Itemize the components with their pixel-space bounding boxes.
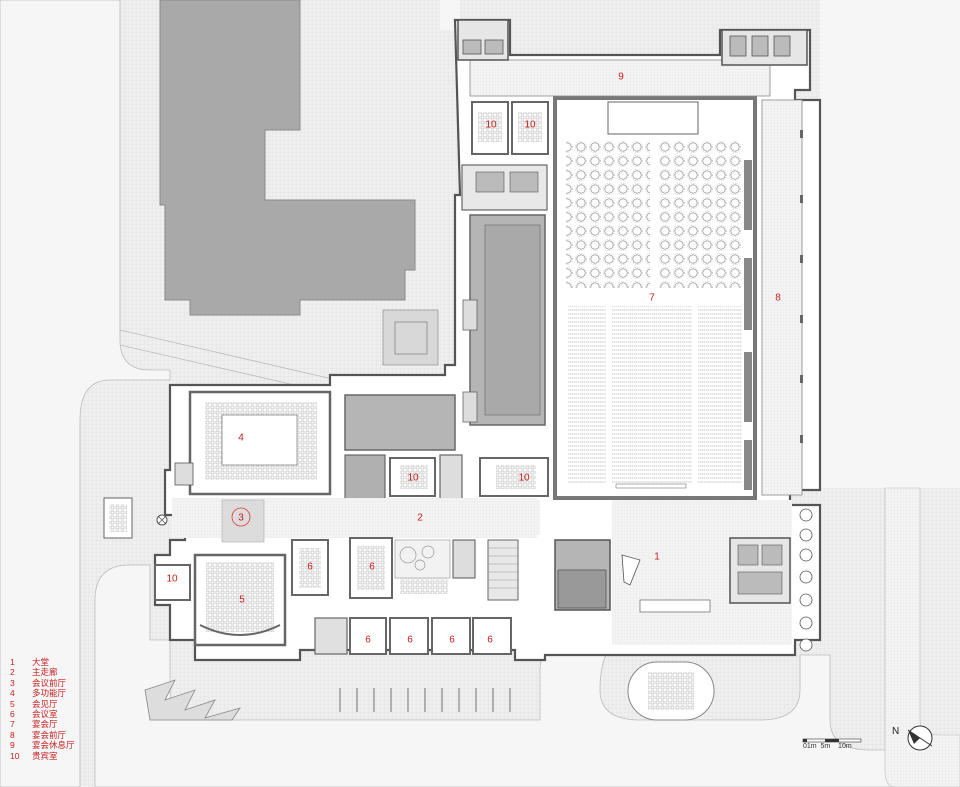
room-label-10c: 10 <box>407 473 419 484</box>
round-tables-right <box>658 140 742 288</box>
round-tables-left <box>566 140 650 288</box>
seating-rows-3 <box>698 306 742 484</box>
drop-off-island <box>627 661 715 721</box>
room-label-2: 2 <box>417 513 423 524</box>
legend-number: 7 <box>10 719 15 730</box>
room-label-10d: 10 <box>518 473 530 484</box>
scale-tick-2: 5m <box>820 743 831 750</box>
meeting-room-5 <box>472 617 512 655</box>
legend-item: 3 会议前厅 <box>10 678 75 688</box>
room-label-6e: 6 <box>487 635 493 646</box>
room-label-10a: 10 <box>485 120 497 131</box>
legend-label: 宴会休息厅 <box>32 740 75 751</box>
room-label-6a: 6 <box>307 562 313 573</box>
legend-item: 10 贵宾室 <box>10 751 75 761</box>
legend-label: 会议前厅 <box>32 677 67 688</box>
legend-item: 8 宴会前厅 <box>10 730 75 740</box>
legend-item: 2 主走廊 <box>10 667 75 677</box>
room-label-6f: 6 <box>365 635 371 646</box>
existing-building <box>159 0 416 316</box>
legend-number: 8 <box>10 729 15 740</box>
legend-item: 1 大堂 <box>10 657 75 667</box>
meeting-room-3 <box>389 617 429 655</box>
scale-tick-1: 1m <box>806 743 817 750</box>
scale-tick-0: 0 <box>803 743 807 750</box>
scale-bar-graphic <box>802 738 862 743</box>
legend-number: 5 <box>10 698 15 709</box>
legend-number: 10 <box>10 750 20 761</box>
legend-number: 1 <box>10 657 15 667</box>
legend-label: 宴会厅 <box>32 719 58 730</box>
meeting-room-4 <box>431 617 471 655</box>
legend-item: 5 会见厅 <box>10 699 75 709</box>
legend-label: 主走廊 <box>32 667 58 678</box>
room-label-8: 8 <box>775 293 781 304</box>
room-labels: 1 2 3 4 5 6 6 6 6 6 6 7 8 9 10 10 10 10 … <box>166 72 781 646</box>
room-label-1: 1 <box>654 552 660 563</box>
room-label-6d: 6 <box>449 635 455 646</box>
legend-item: 9 宴会休息厅 <box>10 740 75 750</box>
service-area <box>344 394 456 451</box>
vip-room-west <box>154 564 191 601</box>
legend-item: 4 多功能厅 <box>10 688 75 698</box>
legend-label: 会议室 <box>32 709 58 720</box>
room-label-4: 4 <box>238 433 244 444</box>
room-label-10b: 10 <box>524 120 536 131</box>
landscape-strip <box>144 679 241 721</box>
trees <box>799 508 813 652</box>
north-label: N <box>892 726 900 737</box>
room-label-7: 7 <box>649 293 655 304</box>
room-label-5: 5 <box>239 595 245 606</box>
parking-stalls <box>339 688 511 712</box>
legend-label: 大堂 <box>32 657 50 667</box>
north-arrow-icon <box>907 725 933 751</box>
room-label-10e: 10 <box>166 574 178 585</box>
room-label-9: 9 <box>618 72 624 83</box>
legend-label: 宴会前厅 <box>32 729 67 740</box>
legend-label: 会见厅 <box>32 698 58 709</box>
scale-tick-3: 10m <box>838 743 852 750</box>
legend: 1 大堂 2 主走廊 3 会议前厅 4 多功能厅 5 会见厅 6 会议室 7 宴会厅 8 宴会前厅 9 宴会休息厅… <box>10 657 75 761</box>
legend-number: 2 <box>10 667 15 678</box>
banquet-foyer <box>761 99 803 496</box>
banquet-lounge <box>469 59 771 97</box>
main-corridor <box>330 500 540 535</box>
room-label-6c: 6 <box>407 635 413 646</box>
legend-number: 3 <box>10 677 15 688</box>
legend-item: 6 会议室 <box>10 709 75 719</box>
legend-number: 6 <box>10 709 15 720</box>
seating-rows-1 <box>568 306 606 484</box>
room-label-6b: 6 <box>369 562 375 573</box>
legend-label: 多功能厅 <box>32 688 67 699</box>
room-label-3: 3 <box>238 513 244 524</box>
legend-number: 4 <box>10 688 15 699</box>
seating-rows-2 <box>612 306 692 484</box>
legend-item: 7 宴会厅 <box>10 719 75 729</box>
connector-building <box>382 309 439 366</box>
main-building <box>153 18 822 662</box>
scale-bar: 01m 5m 10m <box>803 743 852 750</box>
stage <box>607 101 699 135</box>
legend-label: 贵宾室 <box>32 750 58 761</box>
legend-number: 9 <box>10 740 15 751</box>
